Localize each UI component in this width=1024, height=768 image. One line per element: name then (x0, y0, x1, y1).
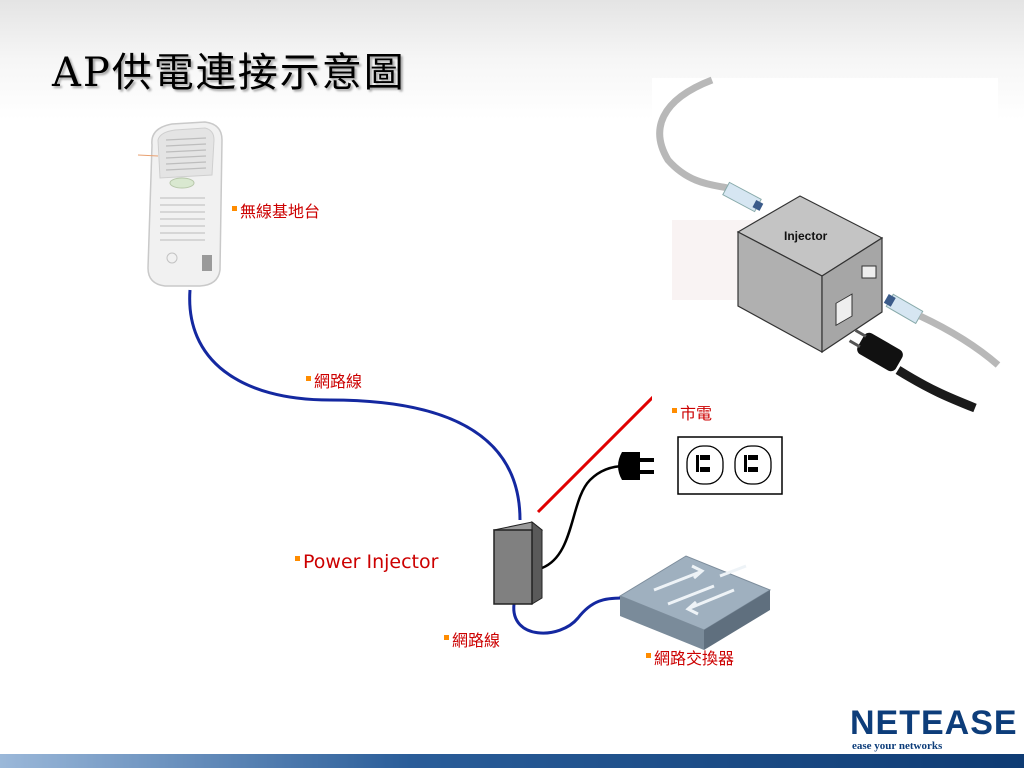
access-point-image (137, 121, 223, 287)
label-access-point-text: 無線基地台 (240, 202, 321, 221)
footer-bar (0, 754, 1024, 768)
label-mains-power-text: 市電 (680, 404, 713, 423)
label-power-injector-text: Power Injector (303, 551, 439, 573)
network-cable-injector-switch (512, 596, 623, 635)
label-cable-bottom: 網路線 (444, 627, 500, 651)
netease-logo: NETEASE ease your networks (850, 706, 1020, 768)
label-access-point: 無線基地台 (232, 198, 320, 222)
power-cable (541, 464, 626, 570)
power-injector-device (492, 520, 544, 605)
power-plug-icon (618, 452, 654, 480)
wall-outlet-icon (677, 436, 783, 495)
label-cable-bottom-text: 網路線 (452, 631, 501, 650)
network-cable-ap-injector (188, 289, 522, 521)
label-power-injector: Power Injector (295, 551, 438, 573)
logo-brand: NETEASE (850, 704, 1018, 742)
injector-box-label: Injector (784, 229, 828, 243)
injector-photo: Injector (652, 76, 1001, 413)
label-mains-power: 市電 (672, 400, 712, 424)
label-cable-top-text: 網路線 (314, 372, 363, 391)
label-switch: 網路交換器 (646, 645, 734, 669)
page-title: AP供電連接示意圖 (52, 50, 406, 96)
label-switch-text: 網路交換器 (654, 649, 735, 668)
label-cable-top: 網路線 (306, 368, 362, 392)
logo-tagline: ease your networks (852, 740, 943, 752)
network-switch-icon (618, 555, 772, 650)
